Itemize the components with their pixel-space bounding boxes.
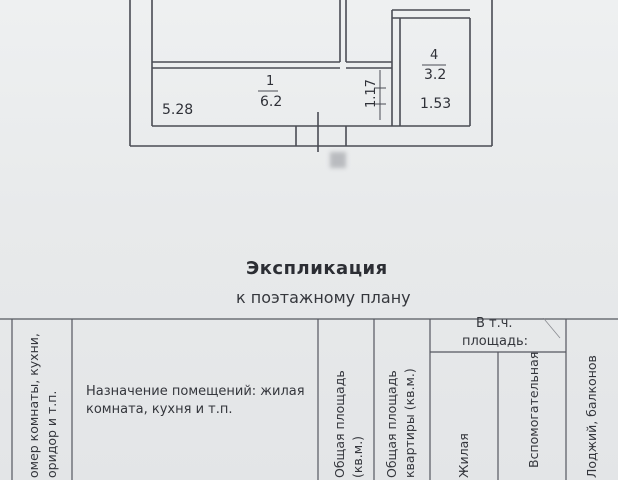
floor-plan: 1 6.2 5.28 1.17 4 3.2 1.53 [0, 0, 618, 200]
explication-subtitle: к поэтажному плану [236, 288, 411, 307]
col-purpose-line1: Назначение помещений: жилая [86, 384, 305, 399]
room-4-width: 1.53 [420, 96, 452, 112]
explication-table: омер комнаты, кухни, оридор и т.п. Назна… [0, 316, 618, 480]
room-4-number: 4 [430, 48, 439, 63]
room-1-area: 6.2 [260, 94, 283, 110]
col-loggia: Лоджий, балконов [584, 355, 599, 478]
floor-plan-drawing [129, 0, 493, 152]
smudge-mark [330, 152, 346, 168]
group-header-line1: В т.ч. [476, 316, 513, 331]
room-1-number: 1 [266, 74, 275, 89]
col-living: Жилая [456, 433, 471, 478]
col-room-number-line1: омер комнаты, кухни, [26, 333, 41, 478]
room-1-width: 1.17 [364, 79, 379, 108]
table-grid [0, 318, 618, 480]
col-total-area-line1: Общая площадь [332, 370, 347, 478]
explication-title: Экспликация [246, 258, 388, 279]
room-1-length: 5.28 [162, 102, 194, 118]
room-4-area: 3.2 [424, 67, 447, 83]
col-auxiliary: Вспомогательная [526, 351, 541, 468]
col-purpose-line2: комната, кухня и т.п. [86, 402, 233, 417]
col-apartment-area-line2: квартиры (кв.м.) [402, 368, 417, 478]
group-header-line2: площадь: [462, 334, 529, 349]
col-room-number-line2: оридор и т.п. [44, 390, 59, 478]
col-total-area-line2: (кв.м.) [350, 435, 365, 478]
col-apartment-area-line1: Общая площадь [384, 370, 399, 478]
